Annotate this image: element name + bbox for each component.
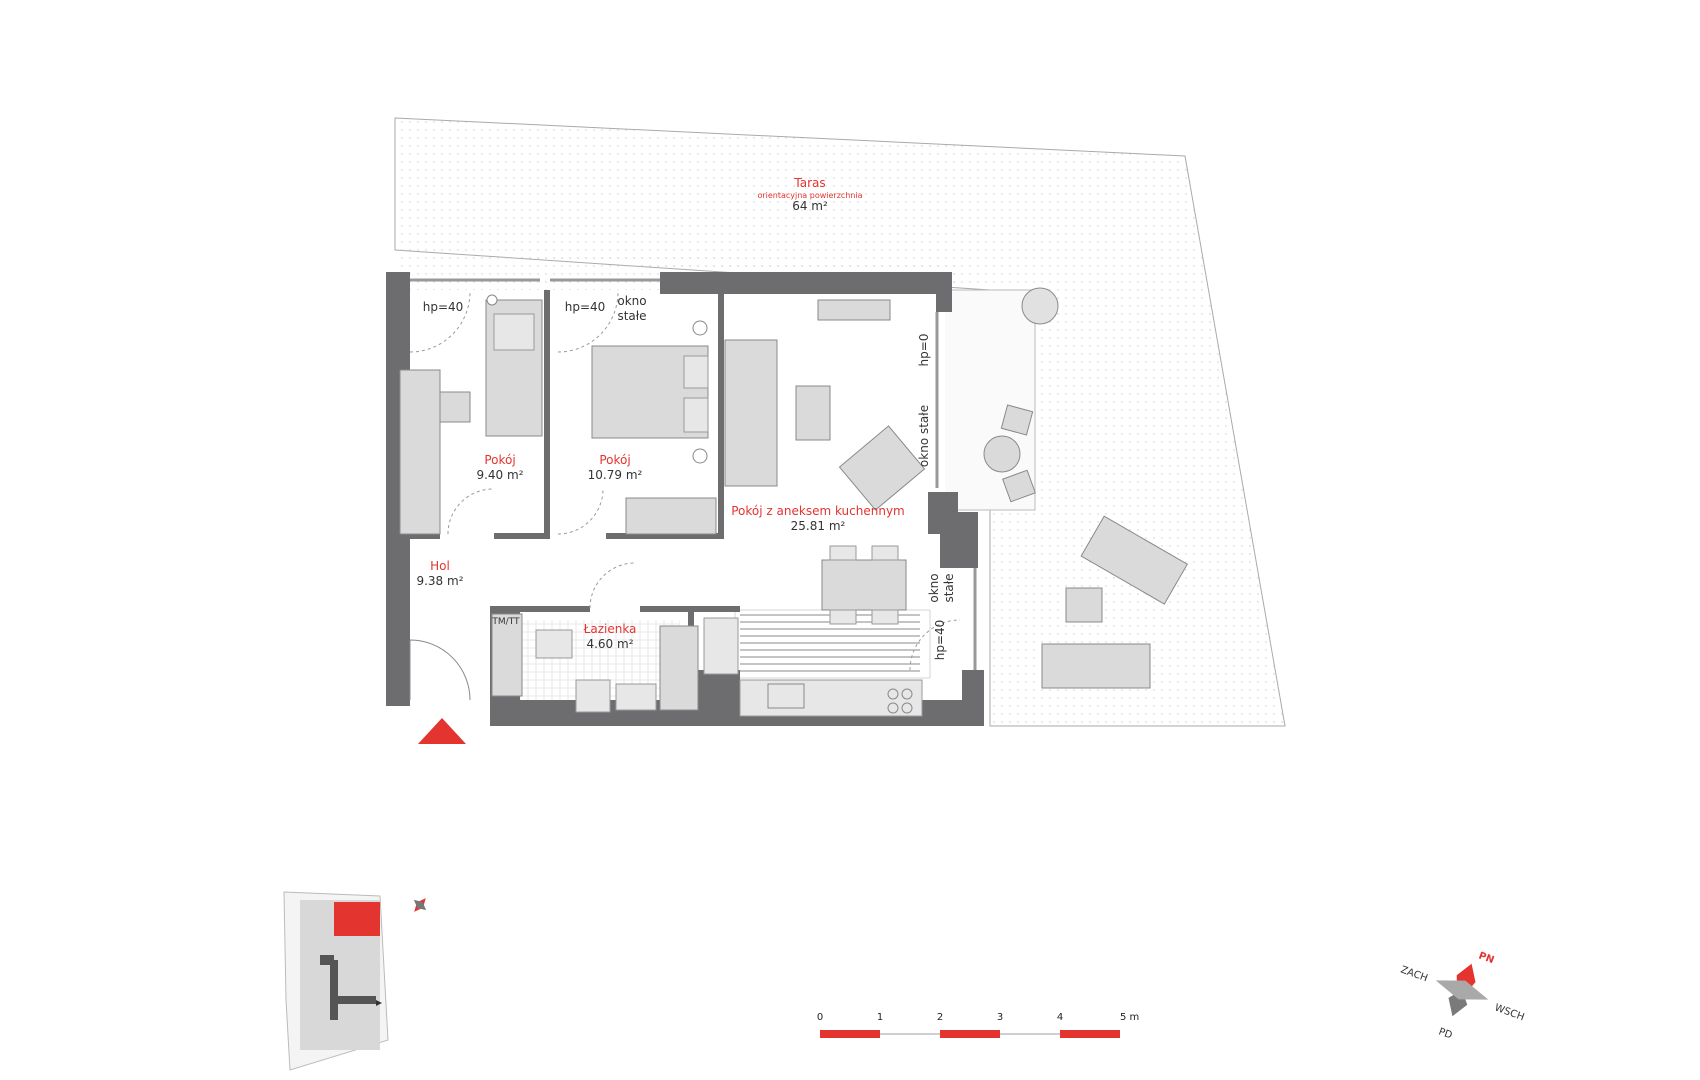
windows	[410, 278, 977, 670]
compass-rose-icon	[1435, 963, 1489, 1017]
scale-segment	[1060, 1030, 1120, 1038]
compass-south: PD	[1437, 1026, 1454, 1041]
compass-north: PN	[1477, 950, 1496, 966]
walls	[386, 272, 984, 726]
hall-name: Hol	[430, 559, 450, 573]
terrace-area-label: 64 m²	[792, 199, 828, 213]
scale-segment	[820, 1030, 880, 1038]
living-furniture	[724, 299, 926, 625]
building-key-plan	[283, 891, 427, 1071]
note-okno-right: okno stałe	[917, 405, 931, 467]
key-plan-compass-icon	[413, 898, 427, 912]
room2-furniture	[591, 320, 717, 535]
scale-label: 4	[1057, 1012, 1063, 1023]
note-hp40-a: hp=40	[423, 300, 464, 314]
bath-fixtures	[491, 613, 739, 713]
scale-bar: 0 1 2 3 4 5 m	[817, 1012, 1139, 1038]
terrace-note: orientacyjna powierzchnia	[757, 191, 862, 200]
scale-segment	[940, 1030, 1000, 1038]
room1-furniture	[399, 294, 543, 535]
scale-label: 5 m	[1120, 1012, 1139, 1023]
terrace-furniture	[983, 287, 1188, 689]
hall-area: 9.38 m²	[416, 574, 463, 588]
note-okno-lower-2: stałe	[942, 573, 956, 602]
note-hp40-b: hp=40	[565, 300, 606, 314]
scale-label: 0	[817, 1012, 823, 1023]
note-okno-top-2: stałe	[617, 309, 646, 323]
compass-west: ZACH	[1399, 964, 1429, 984]
living-name: Pokój z aneksem kuchennym	[731, 504, 904, 518]
scale-segment	[1000, 1033, 1060, 1035]
living-area: 25.81 m²	[791, 519, 846, 533]
scale-label: 3	[997, 1012, 1003, 1023]
note-hp40-c: hp=40	[933, 620, 947, 661]
scale-segment	[880, 1033, 940, 1035]
entrance-marker	[418, 718, 466, 744]
scale-label: 2	[937, 1012, 943, 1023]
terrace-name: Taras	[793, 176, 825, 190]
note-tmtt: TM/TT	[491, 617, 520, 627]
note-okno-top-1: okno	[617, 294, 646, 308]
scale-label: 1	[877, 1012, 883, 1023]
kitchen-counter	[739, 679, 923, 717]
note-hp0: hp=0	[917, 334, 931, 367]
apartment-highlight	[334, 902, 380, 936]
compass-east: WSCH	[1493, 1002, 1526, 1023]
note-okno-lower-1: okno	[927, 573, 941, 602]
bath-area: 4.60 m²	[586, 637, 633, 651]
doors	[409, 291, 961, 701]
room1-name: Pokój	[484, 453, 515, 467]
bath-name: Łazienka	[583, 622, 637, 636]
room2-name: Pokój	[599, 453, 630, 467]
room1-area: 9.40 m²	[476, 468, 523, 482]
room2-area: 10.79 m²	[588, 468, 643, 482]
